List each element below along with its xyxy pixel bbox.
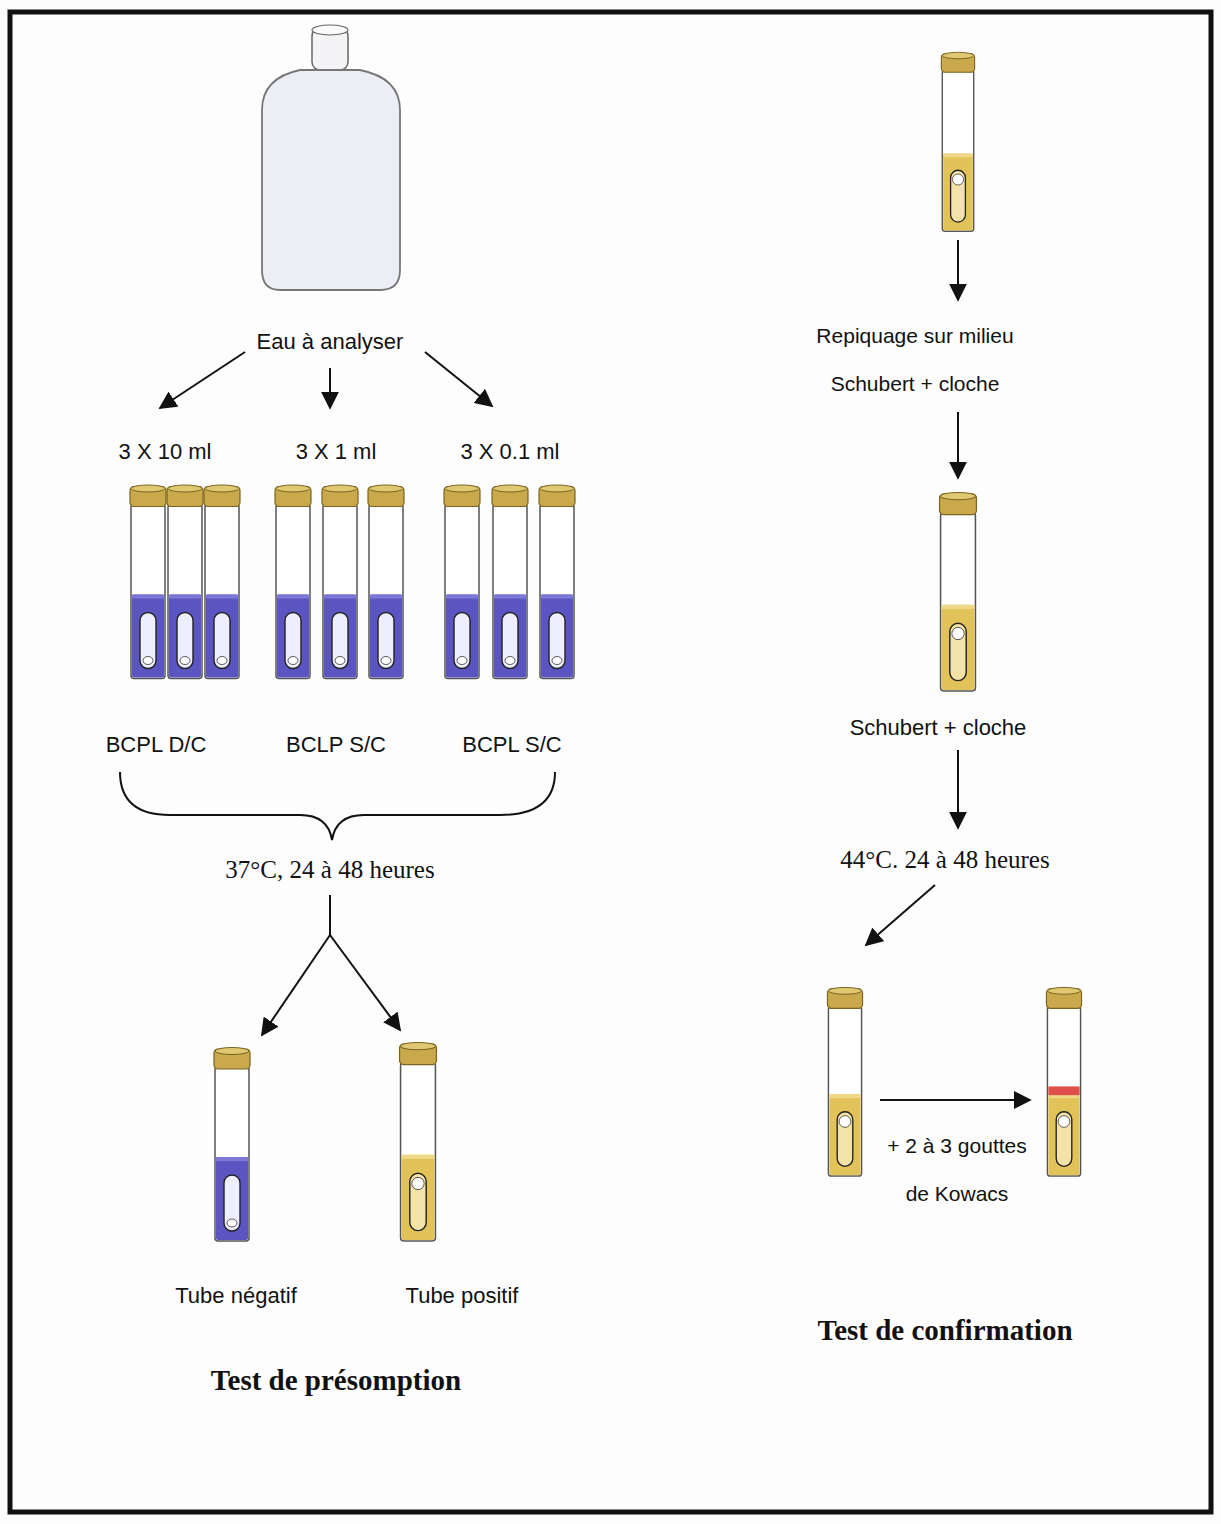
volume-label: 3 X 1 ml xyxy=(296,437,377,467)
medium-label: BCLP S/C xyxy=(286,730,386,760)
sample-label: Eau à analyser xyxy=(257,327,404,357)
medium-label: BCPL D/C xyxy=(106,730,207,760)
incubation-label: 37°C, 24 à 48 heures xyxy=(225,856,434,884)
frame xyxy=(10,12,1211,1512)
medium-label: BCPL S/C xyxy=(462,730,561,760)
result-label: Tube positif xyxy=(406,1281,519,1311)
split-arrows xyxy=(160,352,492,408)
schubert-tube xyxy=(940,493,977,691)
step-title: Test de présomption xyxy=(211,1364,461,1397)
step-label: Repiquage sur milieu Schubert + cloche xyxy=(795,312,1035,409)
water-bottle xyxy=(262,25,400,290)
medium-label: Schubert + cloche xyxy=(850,713,1027,743)
incubation-label: 44°C. 24 à 48 heures xyxy=(840,846,1049,874)
volume-label: 3 X 0.1 ml xyxy=(460,437,559,467)
negative-tube xyxy=(214,1048,250,1242)
positive-tube xyxy=(400,1043,437,1241)
indole-positive-tube xyxy=(1046,987,1081,1176)
confirmation-arrows xyxy=(866,240,1030,1100)
tube-row xyxy=(130,485,575,679)
incubated-tube xyxy=(827,987,862,1176)
step-title: Test de confirmation xyxy=(817,1314,1072,1347)
positive-tube xyxy=(941,52,974,231)
result-arrows xyxy=(262,895,400,1035)
reagent-label: + 2 à 3 gouttes de Kowacs xyxy=(877,1122,1037,1219)
result-label: Tube négatif xyxy=(175,1281,297,1311)
brace xyxy=(120,772,555,840)
volume-label: 3 X 10 ml xyxy=(119,437,212,467)
